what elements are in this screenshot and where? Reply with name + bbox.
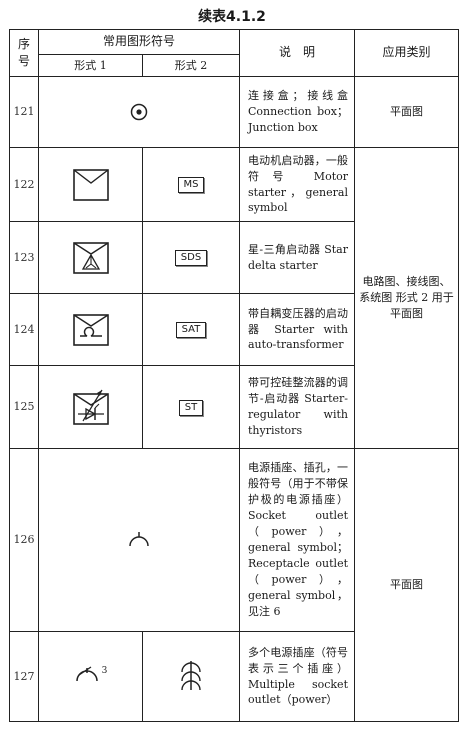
row-application-group: 电路图、接线图、系统图 形式 2 用于平面图 bbox=[354, 147, 459, 449]
table-row: 125 ST 带可控硅整流器的调节-启动器 Starter-regulator … bbox=[9, 365, 459, 449]
table-row: 122 MS 电动机启动器，一般符号 Motor starter，general… bbox=[9, 147, 459, 449]
motor-starter-icon bbox=[72, 168, 109, 201]
row-application-group: 平面图 bbox=[354, 448, 459, 722]
row-description: 电动机启动器，一般符号 Motor starter，general symbol bbox=[239, 147, 355, 222]
row-description: 带可控硅整流器的调节-启动器 Starter-regulator with th… bbox=[239, 365, 355, 449]
form2-label-box: SAT bbox=[175, 322, 207, 338]
row-number: 121 bbox=[9, 76, 39, 148]
header-form1: 形式 1 bbox=[38, 54, 143, 77]
row-number: 127 bbox=[9, 631, 39, 722]
thyristor-starter-icon bbox=[72, 389, 109, 425]
row-description: 多个电源插座（符号表示三个插座）Multiple socket outlet（p… bbox=[239, 631, 355, 722]
circle-dot-icon bbox=[130, 103, 148, 121]
header-description: 说 明 bbox=[239, 29, 355, 77]
header-application: 应用类别 bbox=[354, 29, 459, 77]
form2-label-box: ST bbox=[178, 399, 204, 416]
row-number: 122 bbox=[9, 147, 39, 222]
row-number: 123 bbox=[9, 221, 39, 294]
table-row: 127 3 多个电源插座（符号表示三个插座）Multiple socket ou… bbox=[9, 631, 459, 722]
header-symbol-group: 常用图形符号 bbox=[38, 29, 240, 55]
table-row: 121 连接盒；接线盒 Connection box；Junction box … bbox=[9, 76, 459, 148]
socket-count-superscript: 3 bbox=[101, 666, 108, 677]
symbol-table: 序 号 常用图形符号 说 明 应用类别 形式 1 形式 2 121 连接盒；接线… bbox=[9, 29, 459, 722]
multiple-socket-icon bbox=[181, 660, 201, 690]
page-title: 续表4.1.2 bbox=[198, 9, 266, 25]
socket-outlet-icon bbox=[129, 532, 149, 547]
row-number: 126 bbox=[9, 448, 39, 632]
table-row: 124 SAT 带自耦变压器的启动器 Starter with auto-tra… bbox=[9, 293, 459, 366]
table-row: 126 电源插座、插孔，一般符号（用于不带保护极的电源插座）Socket out… bbox=[9, 448, 459, 722]
star-delta-starter-icon bbox=[72, 241, 109, 274]
form2-label-box: MS bbox=[177, 177, 205, 193]
socket-outlet-with-count-icon bbox=[75, 666, 98, 682]
row-number: 125 bbox=[9, 365, 39, 449]
header-form2: 形式 2 bbox=[142, 54, 240, 77]
row-application: 平面图 bbox=[354, 76, 459, 148]
row-description: 电源插座、插孔，一般符号（用于不带保护极的电源插座）Socket outlet（… bbox=[239, 448, 355, 632]
auto-transformer-starter-icon bbox=[72, 313, 109, 346]
row-number: 124 bbox=[9, 293, 39, 366]
header-seq: 序 号 bbox=[9, 29, 39, 77]
form2-label-box: SDS bbox=[174, 250, 208, 266]
row-description: 连接盒；接线盒 Connection box；Junction box bbox=[239, 76, 355, 148]
table-row: 123 SDS 星-三角启动器 Star delta starter bbox=[9, 221, 459, 294]
row-description: 带自耦变压器的启动器 Starter with auto-transformer bbox=[239, 293, 355, 366]
row-description: 星-三角启动器 Star delta starter bbox=[239, 221, 355, 294]
